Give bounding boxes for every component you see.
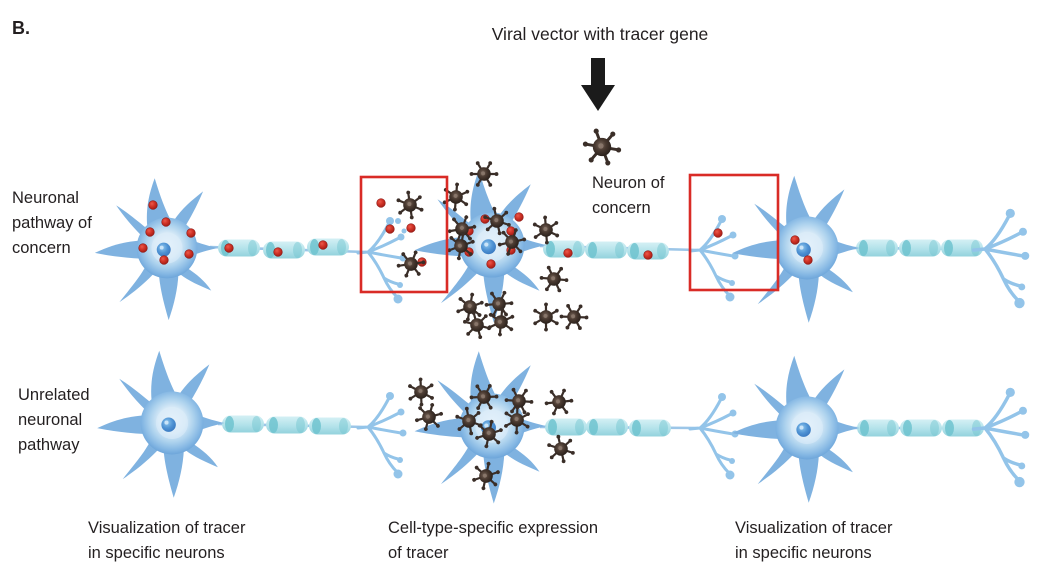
synaptic-vesicle [401,228,407,234]
figure-title: Viral vector with tracer gene [491,24,709,44]
panel-label: B. [12,18,30,38]
neuron [94,178,218,321]
myelin-segment [856,239,898,257]
unrelated-pathway-row [97,350,1032,504]
myelin-segment [263,241,305,259]
neuron-of-concern-label: Neuron of concern [592,174,665,217]
axon-terminal [356,390,408,480]
neuron-of-concern [414,170,547,323]
synapse-highlight-box [359,175,449,294]
myelin-segment [309,417,351,435]
myelin-segment [218,239,260,257]
axon-terminal [688,213,740,303]
myelin-segment [586,418,628,436]
synapse-highlight-box [688,173,780,292]
axon-terminal [971,386,1032,489]
myelin-segment [266,416,308,434]
axon-terminal [971,207,1032,310]
pathway-of-concern-label: Neuronal pathway of concern [12,189,92,257]
synaptic-vesicle [395,218,401,224]
caption-cell-type-specific: Cell-type-specific expression of tracer [388,519,598,562]
axon-terminal [688,391,740,481]
myelin-segment [941,239,983,257]
myelin-segment [545,418,587,436]
myelin-segment [899,239,941,257]
unrelated-pathway-label: Unrelated neuronal pathway [18,386,90,454]
neuron [732,175,860,323]
caption-visualization-left: Visualization of tracer in specific neur… [88,519,246,562]
myelin-segment [900,419,942,437]
myelin-segment [307,238,349,256]
myelin-segment [585,241,627,259]
neuron [97,350,225,498]
axon-terminal [356,215,408,305]
myelin-segment [222,415,264,433]
pathway-of-concern-row [94,156,1032,343]
myelin-segment [857,419,899,437]
neuron [732,355,860,503]
caption-visualization-right: Visualization of tracer in specific neur… [735,519,893,562]
down-arrow-icon [581,58,615,111]
myelin-segment [629,419,671,437]
virus-particle-icon [581,127,623,167]
